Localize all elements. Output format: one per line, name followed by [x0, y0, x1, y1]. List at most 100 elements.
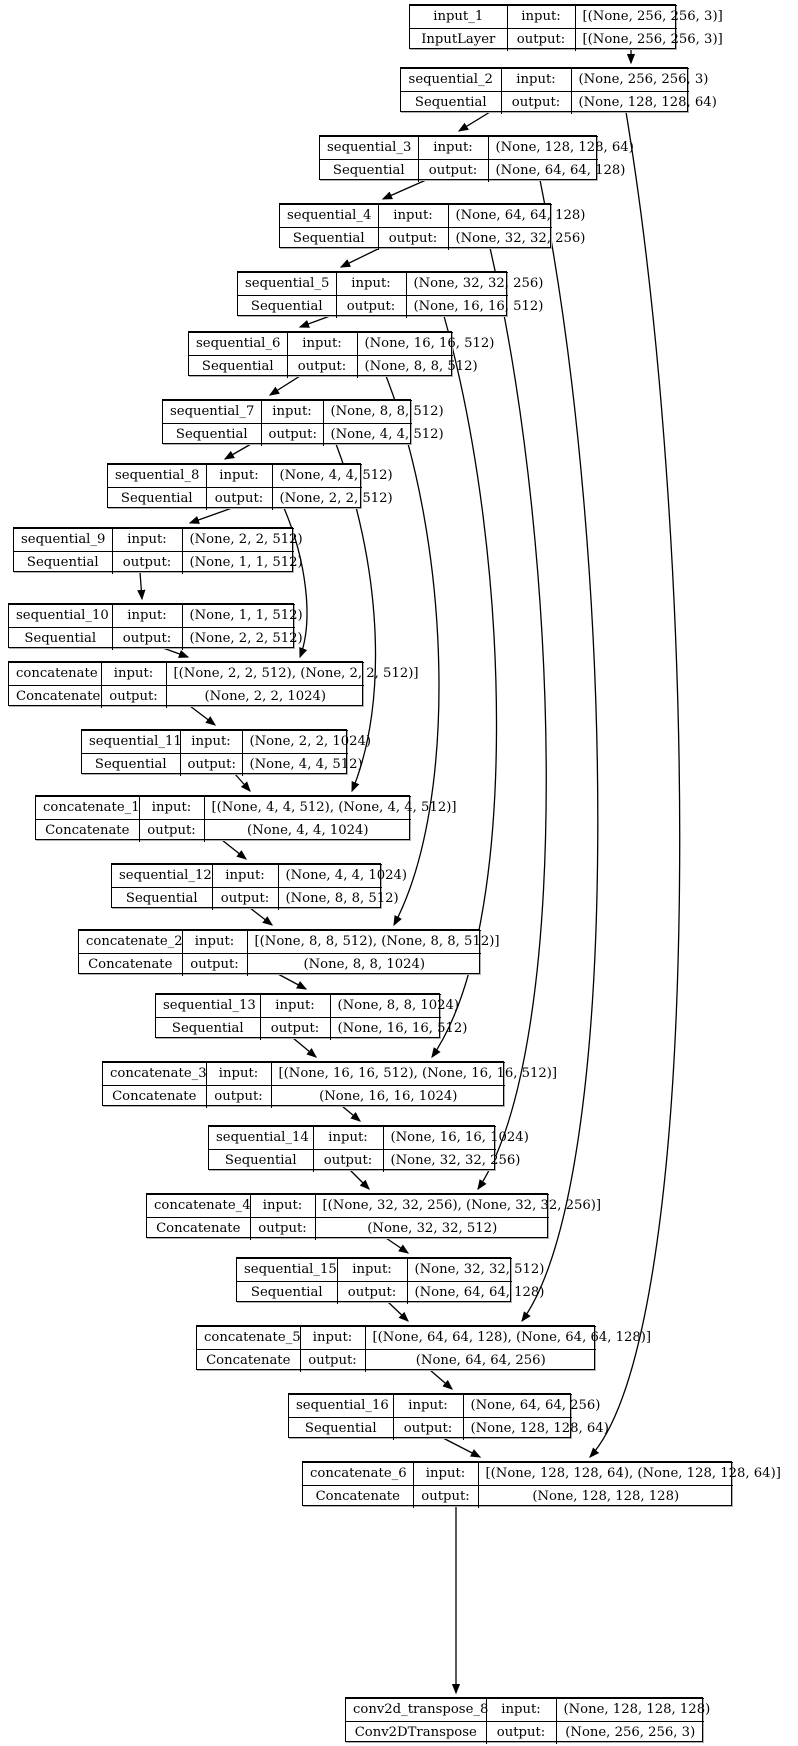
edge-sequential_16-to-concatenate_6 — [442, 1437, 482, 1458]
output-label: output: — [312, 1149, 384, 1172]
layer-class-name: Sequential — [209, 1149, 314, 1172]
output-shape: (None, 128, 128, 64) — [570, 91, 717, 114]
input-shape: (None, 16, 16, 1024) — [382, 1126, 529, 1150]
output-label: output: — [181, 953, 248, 976]
input-shape: (None, 1, 1, 512) — [181, 604, 303, 628]
edge-concatenate-to-sequential_11 — [189, 705, 217, 726]
layer-name: sequential_16 — [289, 1394, 394, 1418]
output-shape: (None, 2, 2, 512) — [181, 627, 303, 650]
layer-class-name: Sequential — [189, 355, 288, 378]
layer-name: sequential_3 — [320, 136, 419, 160]
layer-class-name: Sequential — [112, 887, 213, 910]
layer-class-name: Concatenate — [79, 953, 183, 976]
layer-name: input_1 — [410, 5, 508, 29]
output-shape: (None, 8, 8, 512) — [277, 887, 399, 910]
edge-sequential_2-to-sequential_3 — [457, 111, 491, 132]
input-shape: (None, 2, 2, 512) — [181, 528, 303, 552]
input-shape: (None, 4, 4, 1024) — [277, 864, 407, 888]
layer-class-name: Sequential — [9, 627, 113, 650]
output-label: output: — [336, 1281, 408, 1304]
edge-sequential_6-to-sequential_7 — [268, 375, 301, 396]
output-label: output: — [286, 355, 358, 378]
edge-concatenate_4-to-sequential_15 — [385, 1237, 410, 1254]
layer-class-name: Sequential — [163, 423, 262, 446]
layer-name: sequential_6 — [189, 332, 288, 356]
output-shape: (None, 16, 16, 1024) — [270, 1085, 505, 1108]
input-shape: [(None, 16, 16, 512), (None, 16, 16, 512… — [270, 1062, 557, 1086]
output-shape: (None, 64, 64, 128) — [487, 159, 625, 182]
output-shape: (None, 256, 256, 3) — [555, 1721, 704, 1744]
output-shape: (None, 8, 8, 512) — [356, 355, 478, 378]
output-label: output: — [299, 1349, 366, 1372]
layer-class-name: Sequential — [289, 1417, 394, 1440]
output-label: output: — [500, 91, 572, 114]
output-label: output: — [249, 1217, 316, 1240]
edge-sequential_9-to-sequential_10 — [137, 571, 146, 601]
edge-concatenate_1-to-sequential_12 — [221, 839, 248, 860]
layer-class-name: Sequential — [238, 295, 337, 318]
input-label: input: — [211, 864, 279, 888]
layer-name: sequential_7 — [163, 400, 262, 424]
edge-sequential_7-to-sequential_8 — [223, 443, 252, 460]
input-label: input: — [259, 994, 331, 1018]
input-label: input: — [392, 1394, 464, 1418]
layer-name: sequential_12 — [112, 864, 213, 888]
layer-name: concatenate_3 — [103, 1062, 207, 1086]
output-label: output: — [335, 295, 407, 318]
output-shape: (None, 128, 128, 128) — [477, 1485, 733, 1508]
output-label: output: — [138, 819, 205, 842]
input-label: input: — [111, 604, 183, 628]
input-label: input: — [412, 1462, 479, 1486]
input-label: input: — [181, 930, 248, 954]
output-label: output: — [412, 1485, 479, 1508]
input-label: input: — [179, 730, 243, 754]
layer-name: concatenate_5 — [197, 1326, 301, 1350]
skip-edge-sequential_2-to-concatenate_6 — [589, 111, 681, 1458]
layer-class-name: Sequential — [156, 1017, 261, 1040]
layer-name: sequential_15 — [237, 1258, 338, 1282]
layer-class-name: Sequential — [237, 1281, 338, 1304]
input-shape: [(None, 32, 32, 256), (None, 32, 32, 256… — [314, 1194, 601, 1218]
